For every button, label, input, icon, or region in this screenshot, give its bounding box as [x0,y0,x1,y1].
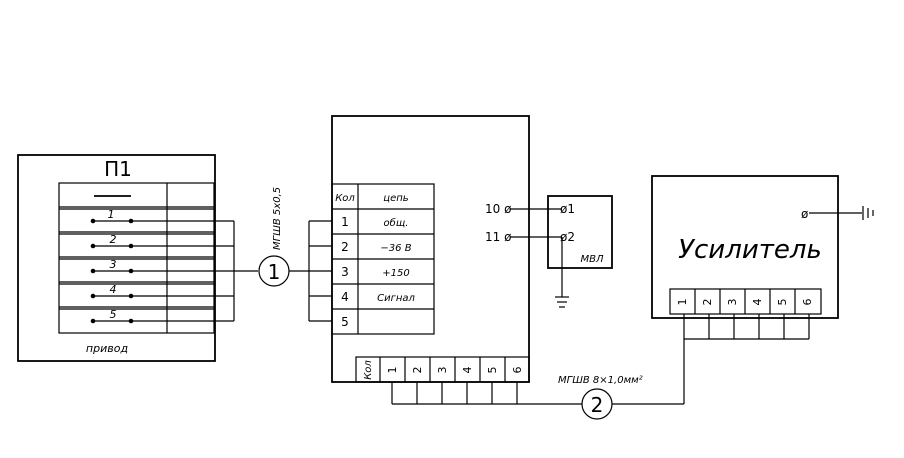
bottom-pin-4: 4 [461,367,474,374]
terminal-10: 10 ø [485,202,511,216]
bottom-pin-6: 6 [511,367,524,374]
drive-contact-1: 1 [90,208,134,224]
amp-pin-4: 4 [751,299,764,306]
amplifier-title: Усилитель [678,235,822,265]
mvl-pin-1: ø1 [560,202,575,216]
circuit-table-head-circuit: цепь [383,193,408,204]
amplifier-ground-icon [862,206,874,220]
drive-contact-5-label: 5 [110,308,117,321]
amplifier: Усилитель ø 1 2 3 4 5 6 [651,175,874,340]
drive-contact-2-label: 2 [110,233,117,246]
terminal-11: 11 ø [485,230,511,244]
drive-contact-1-label: 1 [108,208,115,221]
mvl-pin-2: ø2 [560,230,575,244]
amp-pin-5: 5 [776,299,789,306]
drive-terminal-block [58,182,215,334]
amp-pin-3: 3 [726,299,739,306]
circuit-row-2-name: −36 В [380,243,411,254]
cable-1-label: МГШВ 5х0,5 [272,187,283,250]
drive-contact-4: 4 [90,283,134,299]
cable-1-number: 1 [268,260,281,284]
bottom-pin-2: 2 [411,367,424,374]
amp-pin-1: 1 [676,299,689,306]
mvl-label: МВЛ [580,254,603,265]
bottom-pin-3: 3 [436,367,449,374]
circuit-row-4-num: 4 [341,290,349,304]
cable-2-number: 2 [591,393,604,417]
circuit-row-3-name: +150 [382,268,409,279]
amplifier-ground-terminal: ø [801,207,808,221]
circuit-row-4-name: Сигнал [377,293,415,304]
circuit-row-2-num: 2 [341,240,349,254]
amp-pin-2: 2 [701,299,714,306]
drive-caption: привод [86,342,128,355]
bottom-pin-5: 5 [486,367,499,374]
drive-contact-2: 2 [90,233,134,249]
drive-p1: П1 1 2 3 [17,154,258,362]
bottom-strip-head: Кол [363,360,374,380]
drive-contact-5: 5 [90,308,134,324]
amp-pin-6: 6 [801,299,814,306]
bottom-pin-1: 1 [386,367,399,374]
drive-contact-4-label: 4 [110,283,117,296]
mvl-unit: ø1 ø2 МВЛ [510,195,613,308]
amplifier-outline [651,175,839,319]
drive-title: П1 [104,157,132,181]
central-block-outline [331,115,530,383]
cable-1: 1 МГШВ 5х0,5 [258,187,332,322]
central-block: Кол цепь 1 общ. 2 −36 В 3 +150 4 Сигнал … [331,115,530,383]
circuit-row-1-num: 1 [341,215,349,229]
circuit-table-head-num: Кол [335,193,355,204]
drive-contact-3-label: 3 [110,258,117,271]
circuit-row-1-name: общ. [384,217,409,229]
cable-2-label: МГШВ 8×1,0мм² [558,375,643,386]
mvl-ground-icon [555,296,569,308]
cable-2: 2 МГШВ 8×1,0мм² [391,339,685,420]
circuit-row-5-num: 5 [341,315,349,329]
circuit-row-3-num: 3 [341,265,349,279]
drive-contact-3: 3 [90,258,134,274]
mvl-outline [547,195,613,269]
drive-outline [17,154,216,362]
